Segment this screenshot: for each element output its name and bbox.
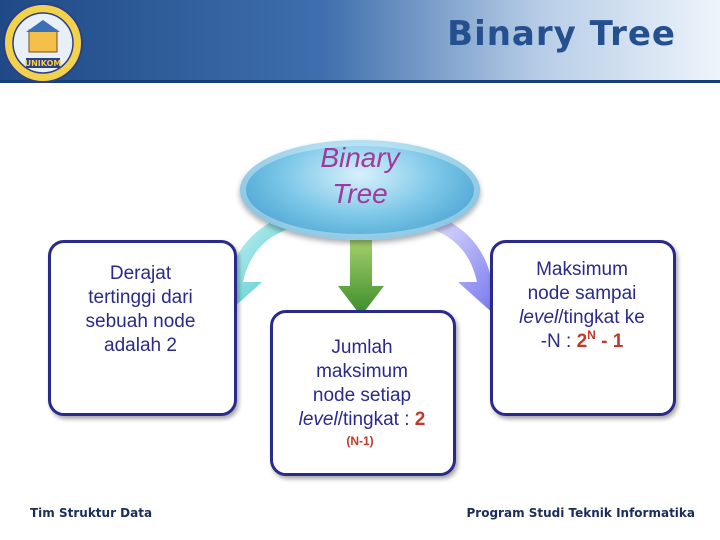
header-divider xyxy=(0,80,720,83)
right-card xyxy=(490,240,676,416)
middle-card-exponent: (N-1) xyxy=(346,434,374,448)
right-arrow xyxy=(420,210,508,316)
svg-text:UNIKOM: UNIKOM xyxy=(25,59,62,68)
footer-left-label: Tim Struktur Data xyxy=(30,506,153,520)
left-card xyxy=(48,240,237,416)
middle-card xyxy=(270,310,456,476)
center-node-label: Binary Tree xyxy=(320,142,400,209)
left-card-text: Derajat tertinggi dari sebuah node adala… xyxy=(85,263,196,356)
center-node-oval xyxy=(240,140,480,240)
university-logo-icon: UNIKOM xyxy=(3,3,83,83)
right-card-text: Maksimum node sampai level/tingkat ke -N… xyxy=(519,259,645,352)
footer-right-label: Program Studi Teknik Informatika xyxy=(466,506,696,520)
page-title: Binary Tree xyxy=(447,14,676,54)
middle-arrow xyxy=(338,240,384,316)
middle-card-text: Jumlah maksimum node setiap level/tingka… xyxy=(298,337,426,430)
header-bar xyxy=(0,0,720,80)
